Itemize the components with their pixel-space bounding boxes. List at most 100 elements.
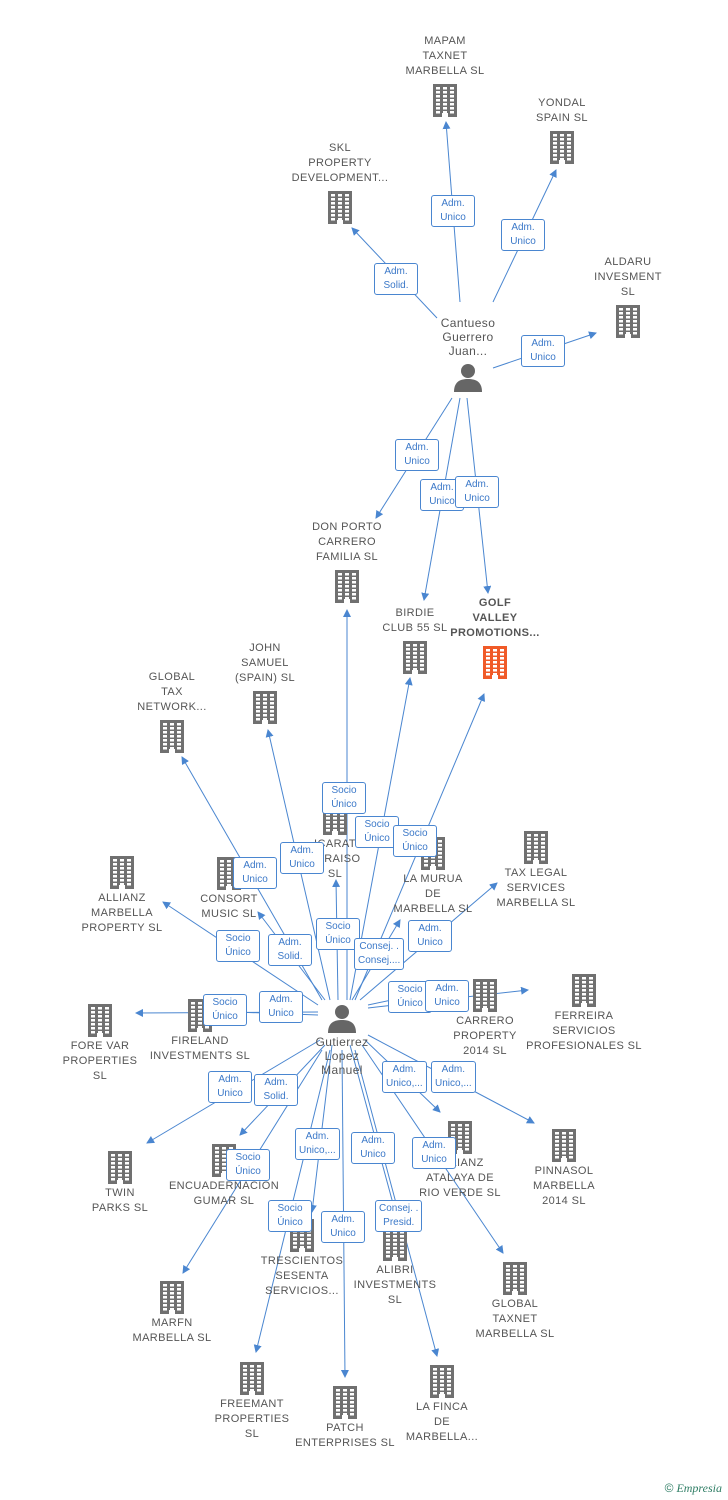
edge-label-p2-encuad[interactable]: Adm.Solid.	[254, 1074, 298, 1106]
edge-label-line: Unico	[434, 997, 460, 1008]
edge-label-p2-fireland[interactable]: Adm.Unico	[259, 991, 303, 1023]
edge-label-p2-lafinca[interactable]: Consej. .Presid.	[375, 1200, 423, 1232]
edge-label-p1-mapam[interactable]: Adm.Unico	[431, 195, 475, 227]
edge-label-p2-globaltaxnet[interactable]: Adm.Unico	[412, 1137, 456, 1169]
node-label-line: VALLEY	[472, 612, 518, 624]
node-label-line: MAPAM	[424, 35, 466, 47]
edge-label-line: Adm.	[290, 845, 314, 856]
edge-label-p2-alibri[interactable]: Adm.Unico	[351, 1132, 395, 1164]
edge-label-p1-yondal[interactable]: Adm.Unico	[501, 219, 545, 251]
node-label-line: SERVICIOS	[552, 1025, 616, 1037]
edge-label-p2-allianzatl[interactable]: Adm.Unico,...	[382, 1061, 427, 1093]
node-label-line: TAX	[161, 686, 183, 698]
edge-label-p1-skl[interactable]: Adm.Solid.	[374, 263, 418, 295]
edge-label-p2-taxlegal[interactable]: Adm.Unico	[408, 920, 452, 952]
edge-label-line: Socio	[277, 1203, 303, 1214]
edge-label-p2-globaltax[interactable]: Adm.Unico	[233, 857, 277, 889]
node-label-line: ALDARU	[604, 256, 652, 268]
edge-label-p1-golf[interactable]: Adm.Unico	[455, 476, 499, 508]
edge-label-line: Único	[402, 842, 428, 853]
node-label-line: TRESCIENTOS	[260, 1255, 344, 1267]
edge-label-line: Socio	[212, 997, 238, 1008]
node-label-line: TAXNET	[492, 1313, 538, 1325]
node-label-line: (SPAIN) SL	[234, 672, 296, 684]
building-icon	[253, 691, 277, 724]
edge-label-p1-donporto[interactable]: Adm.Unico	[395, 439, 439, 471]
edge-label-line: Socio	[402, 828, 428, 839]
edge-label-line: Socio	[325, 921, 351, 932]
node-label-line: ICARAT	[314, 838, 356, 850]
node-label-line: MARBELLA	[533, 1180, 595, 1192]
edge-label-line: Adm.	[422, 1140, 446, 1151]
node-label-line: Juan...	[448, 344, 488, 358]
edge-label-p2-john[interactable]: Adm.Unico	[280, 842, 324, 874]
node-label-line: NETWORK...	[137, 701, 207, 713]
edge-label-line: Único	[325, 935, 351, 946]
edge-label-line: Solid.	[277, 951, 303, 962]
edge-label-line: Adm.	[418, 923, 442, 934]
node-label-line: PROMOTIONS...	[450, 627, 540, 639]
node-label-line: 2014 SL	[542, 1195, 586, 1207]
node-label-line: FIRELAND	[171, 1035, 229, 1047]
node-label-line: MARBELLA	[91, 907, 153, 919]
node-label-line: INVESTMENTS	[353, 1279, 437, 1291]
node-label-line: FORE VAR	[70, 1040, 130, 1052]
edge-label-p2-consort[interactable]: Adm.Solid.	[268, 934, 312, 966]
edge-label-line: Consej....	[358, 955, 401, 966]
building-icon	[333, 1386, 357, 1419]
node-label-line: GUMAR SL	[193, 1195, 255, 1207]
edge-label-line: Único	[225, 947, 251, 958]
edge-label-p2-trescientos[interactable]: Adm.Unico,...	[295, 1128, 340, 1160]
edge-label-line: Solid.	[263, 1091, 289, 1102]
edge-label-p2-ferreira[interactable]: Adm.Unico	[425, 980, 469, 1012]
edge-label-p2-patch[interactable]: Adm.Unico	[321, 1211, 365, 1243]
edge-label-p2-twin[interactable]: Adm.Unico	[208, 1071, 252, 1103]
edge-label-line: Unico,...	[435, 1078, 472, 1089]
edge-label-p2-lamurua[interactable]: Consej. .Consej....	[354, 938, 405, 970]
node-label-line: PROPERTY	[308, 157, 372, 169]
edge-label-p2-pinnasol[interactable]: Adm.Unico,...	[431, 1061, 476, 1093]
edge-label-p1-aldaru[interactable]: Adm.Unico	[521, 335, 565, 367]
node-label-line: Guerrero	[442, 330, 494, 344]
